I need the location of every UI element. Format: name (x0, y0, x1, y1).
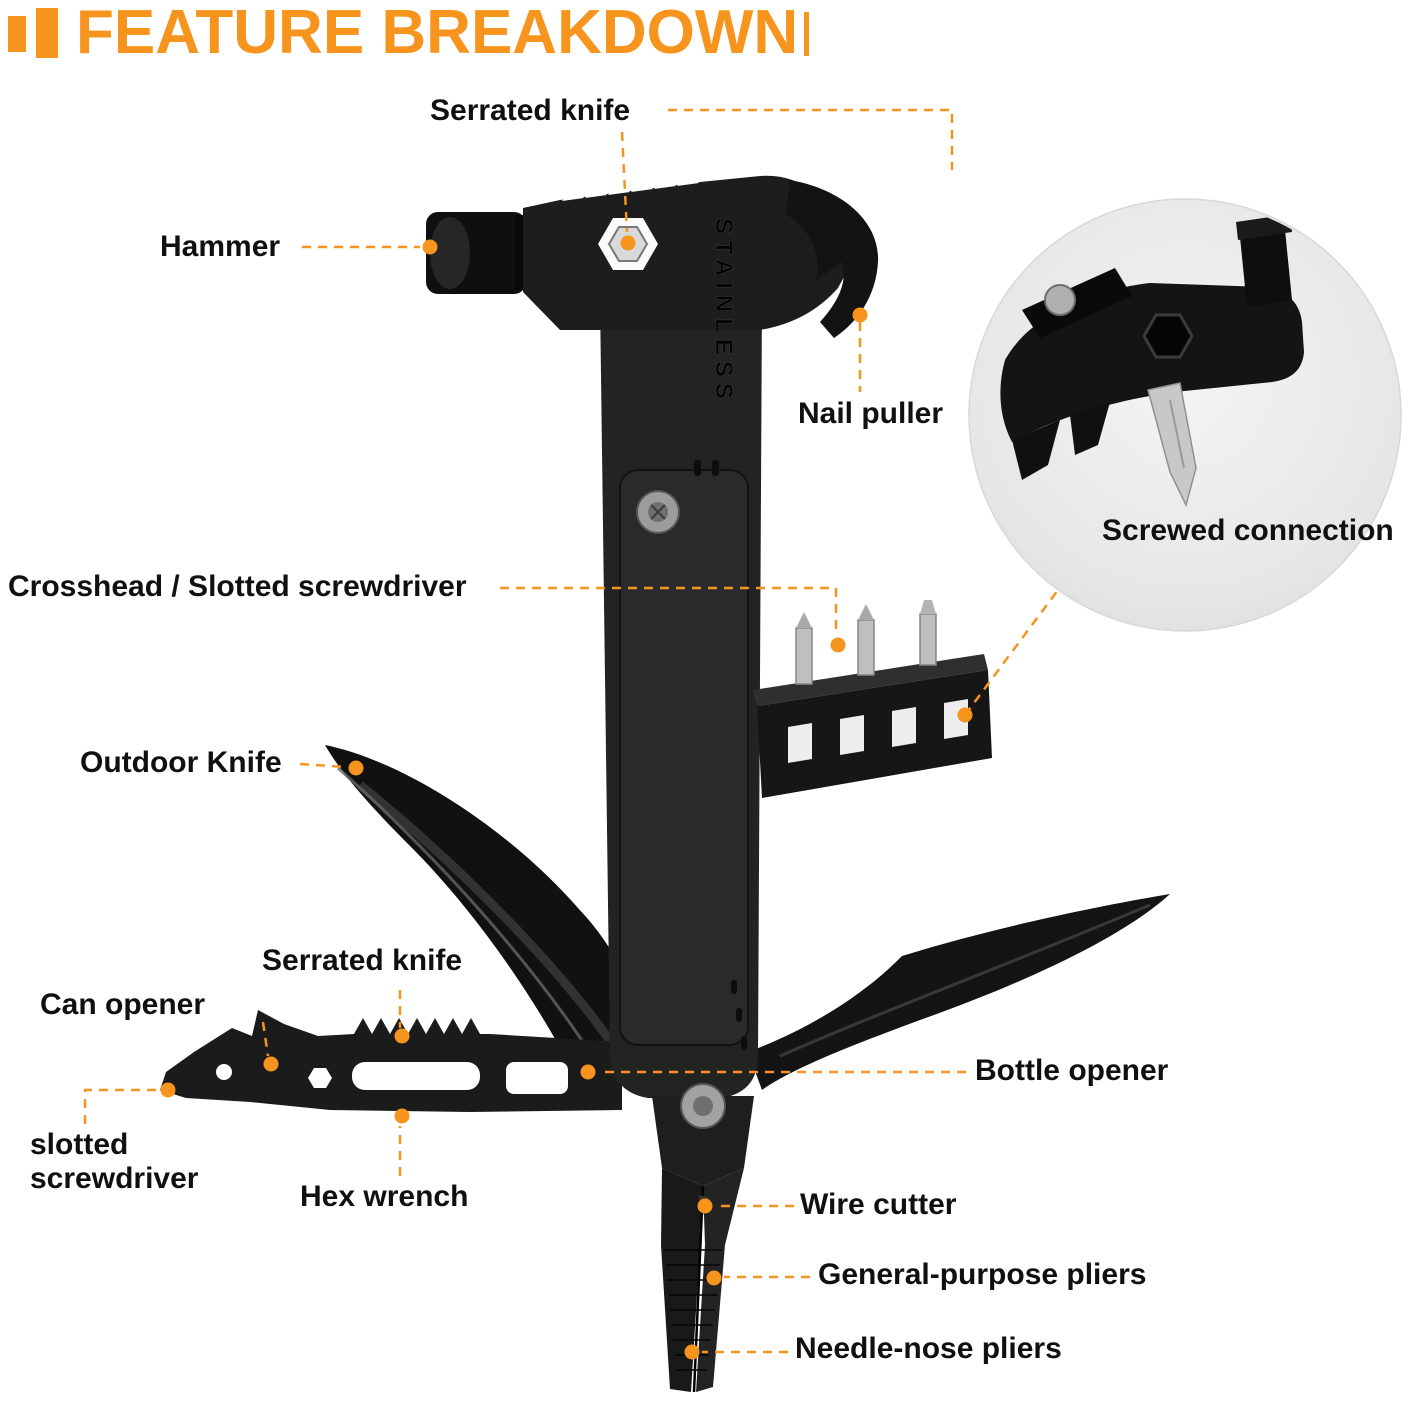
line-can-opener (261, 1021, 270, 1057)
dot-serrated-bottom (394, 1028, 410, 1044)
title-accent-bar-large (36, 8, 58, 58)
handle-screw (636, 490, 680, 534)
callout-lines (83, 108, 1060, 1354)
inset-clip (1022, 268, 1132, 338)
line-serrated-top-b (668, 108, 954, 170)
dot-needle-nose (684, 1344, 700, 1360)
head-serrations (562, 173, 699, 201)
label-crosshead-slotted-screwdriver: Crosshead / Slotted screwdriver (8, 570, 467, 603)
dot-can-opener (263, 1056, 279, 1072)
label-needle-nose-pliers: Needle-nose pliers (795, 1332, 1062, 1365)
dot-wire-cutter (697, 1198, 713, 1214)
dot-general-pliers (706, 1270, 722, 1286)
inset-hammer-post (1240, 230, 1292, 307)
dot-hex-wrench (394, 1108, 410, 1124)
inset-hex-hole (1142, 313, 1194, 359)
dot-outdoor-knife (348, 760, 364, 776)
slotted-bit (919, 600, 937, 666)
pliers-shoulders (652, 1096, 754, 1186)
right-arm (748, 894, 1170, 1090)
line-crosshead (500, 586, 838, 636)
phillips-bit-1 (795, 612, 813, 685)
label-serrated-knife-top: Serrated knife (430, 94, 631, 127)
can-opener-hole (216, 1064, 232, 1080)
dot-hammer (422, 239, 438, 255)
line-outdoor-knife (299, 762, 347, 769)
label-serrated-knife-bottom: Serrated knife (262, 944, 463, 977)
handle (600, 300, 762, 1098)
hex-hole (308, 1068, 332, 1088)
label-outdoor-knife: Outdoor Knife (80, 746, 282, 779)
inset-screwdriver-bit (1147, 382, 1197, 508)
dot-bit-holder (957, 707, 973, 723)
jaw-serrations (664, 1249, 722, 1371)
label-screwed-connection: Screwed connection (1102, 514, 1394, 547)
label-slotted-screwdriver: slotted screwdriver (30, 1128, 199, 1195)
inset-claw-body (1000, 283, 1304, 442)
callout-dots (160, 235, 973, 1360)
label-wire-cutter: Wire cutter (800, 1188, 957, 1221)
line-inset-connector (963, 589, 1060, 716)
hex-slot-cutout (352, 1062, 480, 1090)
label-hammer: Hammer (160, 230, 281, 263)
hammer-head: STAINLESS (426, 173, 879, 405)
dot-nail-puller (852, 307, 868, 323)
inset-circle (968, 198, 1402, 632)
dot-crosshead (830, 637, 846, 653)
label-hex-wrench: Hex wrench (300, 1180, 469, 1213)
pivot-screw (680, 1083, 726, 1129)
label-can-opener: Can opener (40, 988, 206, 1021)
multi-arm (160, 1010, 622, 1112)
title-accent-bar-small (8, 16, 26, 52)
dot-slotted-screwdriver (160, 1082, 176, 1098)
pliers (652, 1096, 754, 1393)
outdoor-knife-blade (325, 745, 650, 1082)
nail-puller-claw (786, 180, 879, 338)
inset-screw (1044, 284, 1076, 316)
arm-cutout (506, 1062, 568, 1094)
page-header: FEATURE BREAKDOWN (8, 0, 810, 67)
head-body (523, 175, 857, 330)
bit-holder (753, 600, 992, 798)
inset-claw-prong-2 (1070, 402, 1110, 455)
dot-serrated-top (620, 235, 636, 251)
inset-claw-prong-1 (1012, 420, 1060, 480)
title-cursor (804, 12, 810, 56)
engraving-text: STAINLESS (710, 218, 737, 405)
label-nail-puller: Nail puller (798, 397, 944, 430)
label-bottle-opener: Bottle opener (975, 1054, 1169, 1087)
label-general-purpose-pliers: General-purpose pliers (818, 1258, 1147, 1291)
line-serrated-top-a (620, 131, 629, 233)
page-title: FEATURE BREAKDOWN (76, 0, 799, 67)
line-slotted-screwdriver (83, 1088, 158, 1124)
multitool-illustration: STAINLESS (160, 173, 1170, 1393)
dot-bottle-opener (580, 1064, 596, 1080)
handle-panel (619, 469, 749, 1046)
phillips-bit-2 (857, 604, 875, 676)
